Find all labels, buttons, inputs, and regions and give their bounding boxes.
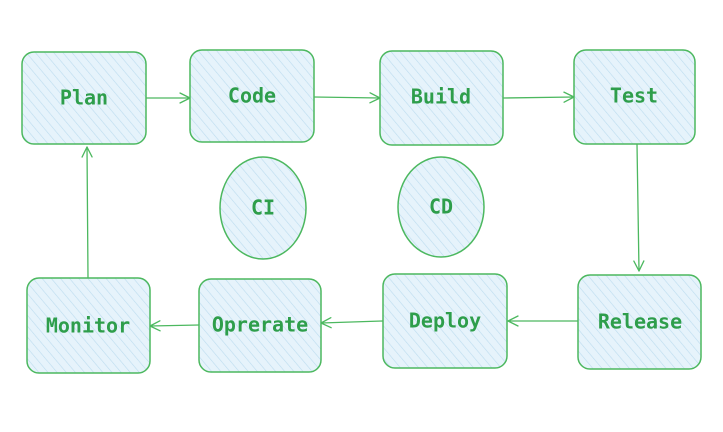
node-deploy-label: Deploy: [409, 309, 481, 333]
node-release-box: [577, 274, 702, 370]
node-operate-label: Oprerate: [212, 313, 308, 337]
node-cd-ellipse: [397, 156, 485, 258]
node-ci: CI: [219, 156, 307, 260]
node-code: Code: [189, 49, 315, 143]
node-build-label: Build: [411, 85, 471, 109]
node-plan-label: Plan: [60, 86, 108, 110]
edge-build-to-test: [502, 91, 575, 103]
node-deploy: Deploy: [382, 273, 508, 369]
node-monitor-box: [26, 277, 151, 374]
node-cd: CD: [397, 156, 485, 258]
node-code-label: Code: [228, 84, 276, 108]
node-ci-ellipse: [219, 156, 307, 260]
node-cd-label: CD: [429, 195, 453, 219]
node-release: Release: [577, 274, 702, 370]
node-monitor-label: Monitor: [46, 314, 130, 338]
node-code-box: [189, 49, 315, 143]
node-deploy-box: [382, 273, 508, 369]
node-plan: Plan: [21, 51, 147, 145]
node-build: Build: [379, 50, 504, 146]
node-operate-box: [198, 278, 322, 373]
node-test-label: Test: [610, 84, 658, 108]
node-monitor: Monitor: [26, 277, 151, 374]
edge-code-to-build: [313, 92, 381, 104]
node-build-box: [379, 50, 504, 146]
node-operate: Oprerate: [198, 278, 322, 373]
node-ci-label: CI: [251, 196, 275, 220]
node-release-label: Release: [598, 310, 682, 334]
node-test: Test: [573, 49, 696, 145]
edge-test-to-release: [633, 143, 645, 272]
node-plan-box: [21, 51, 147, 145]
edge-deploy-to-operate: [320, 317, 384, 329]
edge-operate-to-monitor: [149, 320, 200, 332]
edge-monitor-to-plan: [81, 146, 93, 279]
node-test-box: [573, 49, 696, 145]
edges: [81, 91, 645, 332]
